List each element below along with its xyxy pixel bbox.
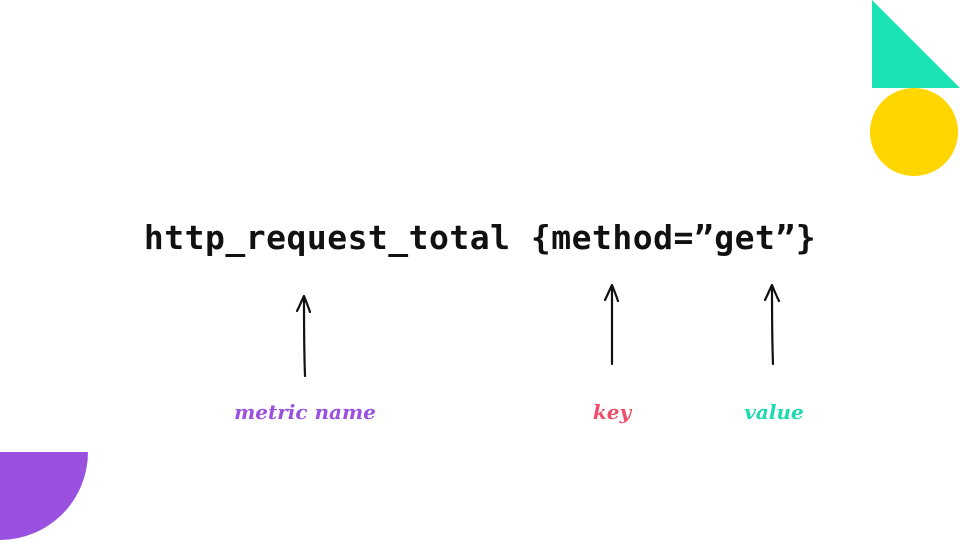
open-quote: ” [693, 218, 715, 257]
arrow-up-icon-metric [295, 294, 312, 378]
metric-expression: http_request_total {method=”get”} [0, 218, 960, 257]
expression-space [511, 218, 531, 257]
teal-triangle-decoration [872, 0, 960, 88]
close-brace: } [795, 218, 817, 257]
open-brace: { [530, 218, 552, 257]
metric-name-annotation: metric name [234, 400, 376, 424]
arrow-up-icon-value [763, 283, 781, 366]
label-value-text: get [714, 218, 776, 257]
key-annotation: key [592, 400, 632, 424]
value-annotation: value [744, 400, 804, 424]
purple-quarter-circle-decoration [0, 452, 88, 540]
arrow-up-icon-key [603, 283, 620, 366]
close-quote: ” [775, 218, 796, 257]
metric-name-text: http_request_total [143, 218, 511, 257]
label-key-text: method [551, 218, 674, 257]
equals-sign: = [673, 218, 694, 257]
yellow-circle-decoration [870, 88, 958, 176]
